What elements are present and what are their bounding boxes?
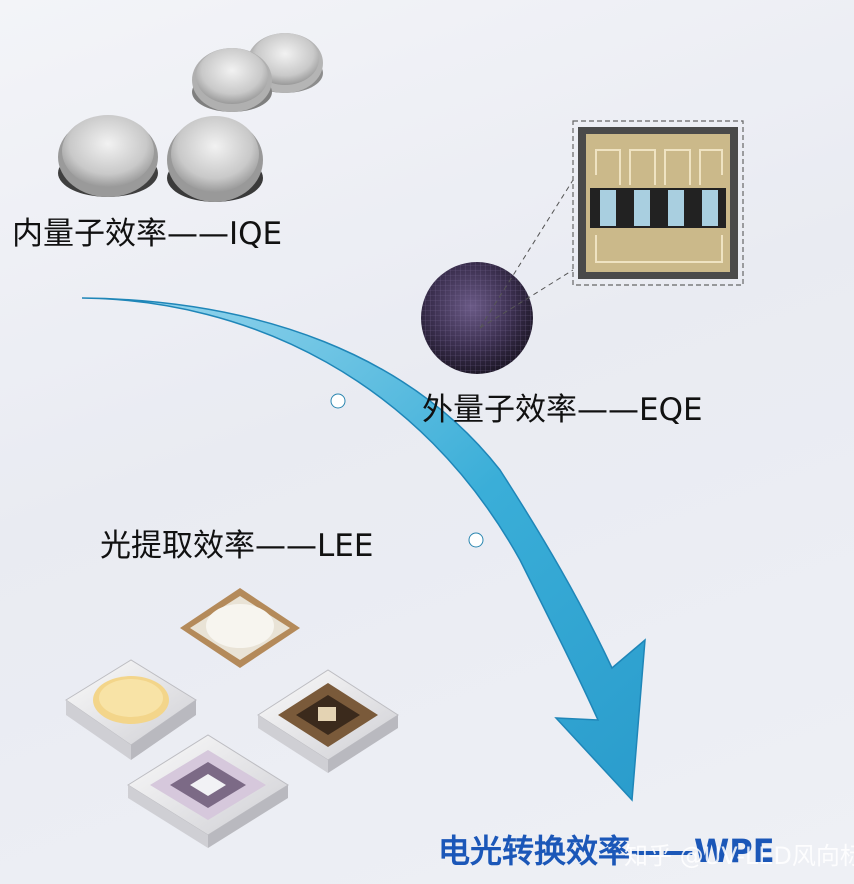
- sapphire-chip-icon: [58, 33, 323, 202]
- wpe-label: 电光转换效率——WPE: [438, 832, 775, 870]
- iqe-label: 内量子效率——IQE: [12, 216, 283, 252]
- watermark-text: 知乎 @UV-LED风向标: [624, 842, 854, 870]
- zoom-lines: [479, 179, 574, 329]
- led-die-icon: [572, 120, 744, 286]
- eqe-label: 外量子效率——EQE: [422, 392, 703, 428]
- process-arrow: [81, 297, 646, 802]
- led-package-icon: [65, 588, 399, 848]
- lee-label: 光提取效率——LEE: [100, 528, 374, 564]
- wafer-icon: [421, 262, 533, 374]
